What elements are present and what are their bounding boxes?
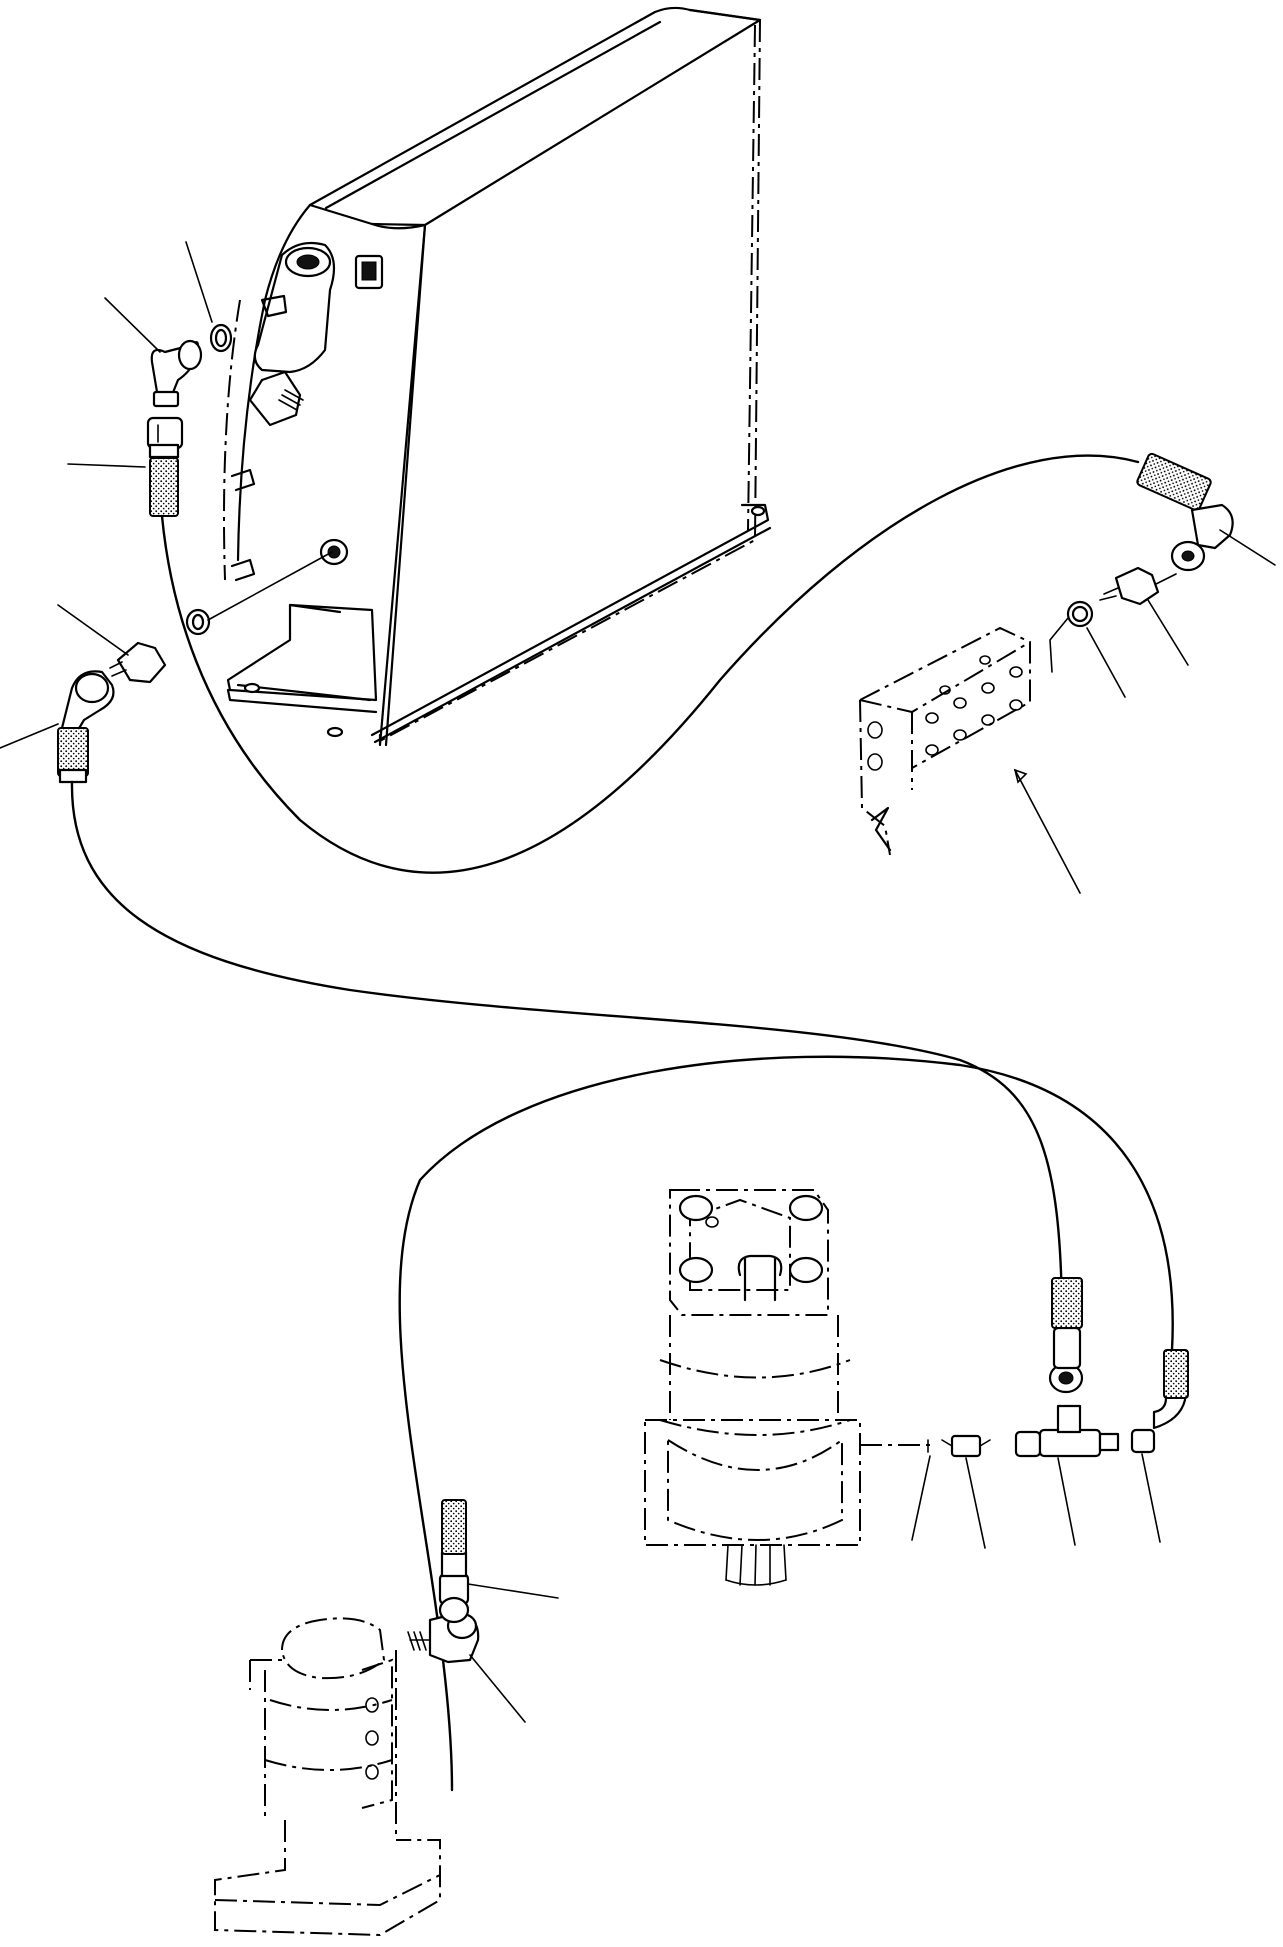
swivel-joint [214,1499,480,1937]
hose-line [70,780,1064,1312]
hose-line [160,454,1140,874]
hose-end [146,416,184,450]
callout-arrow [1013,768,1028,784]
cooler-radiator [223,6,772,747]
callout-leader [57,604,129,656]
callout-leader [1014,769,1081,894]
callout-leader [965,1457,986,1549]
callout-leader [1141,1453,1161,1543]
adapter-fitting [116,641,167,684]
motor-fittings [927,1277,1189,1458]
valve-block [859,626,1031,856]
straight-connector [950,1434,982,1458]
hose-end [1130,1428,1156,1454]
right-fittings [1049,452,1234,673]
callout-leader [469,1654,526,1723]
adapter-fitting [1114,566,1160,606]
callout-leader [185,241,213,323]
hose-line [398,1055,1174,1792]
callout-leader [0,723,59,749]
callout-leaders [0,241,1276,1723]
tee-fitting [1014,1430,1042,1458]
callout-leader [67,463,146,468]
callout-leader [1086,627,1126,698]
callout-leader [467,1583,559,1599]
callout-leader [1057,1457,1076,1546]
elbow-fitting [1190,503,1234,550]
upper-left-fittings [57,323,333,784]
swing-motor [644,1189,935,1586]
hose-lines [70,454,1174,1792]
callout-leader [1147,599,1189,666]
callout-leader [911,1455,931,1541]
callout-leader [1219,529,1276,566]
callout-leader [104,297,161,353]
